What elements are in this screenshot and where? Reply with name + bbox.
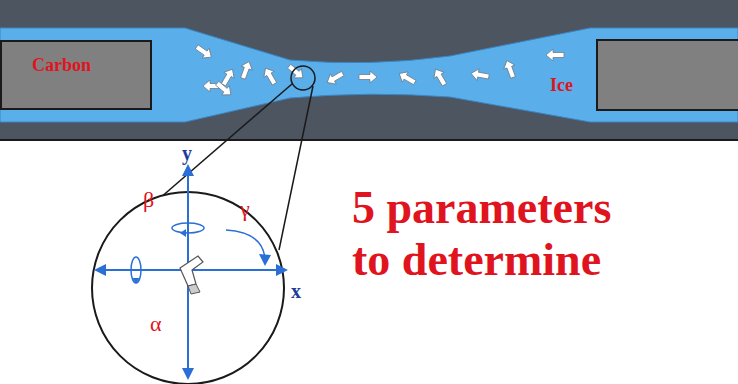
zoom-line [279,86,313,250]
beta-rotation [172,223,204,233]
angle-label: α [150,312,162,336]
zoom-circle [291,66,315,90]
arrowhead [182,164,194,176]
arrowhead [94,264,106,276]
axis-label: y [182,142,192,164]
headline: 5 parameters to determine [352,182,652,285]
molecule-arrow [546,49,564,61]
gamma-rotation [226,230,265,258]
material-label: Ice [550,76,573,96]
angle-label: γ [240,197,250,221]
molecule-arrow [213,79,235,100]
band-edge [0,139,738,141]
molecule-arrow [430,66,449,88]
angle-label: β [143,188,154,212]
molecule-arrow [359,71,377,83]
molecule-arrow [285,62,307,83]
water-molecule [188,284,200,294]
molecule-arrow [396,68,418,87]
arrowhead [180,229,186,237]
alpha-rotation [131,257,141,283]
water-molecule [180,256,203,286]
molecule-arrow [237,59,254,80]
molecule-arrow [260,65,279,87]
arrowhead [259,254,271,266]
carbon-block [597,40,738,110]
molecule-arrow [501,58,518,79]
axis-label: x [291,280,301,302]
molecule-arrow [324,68,346,87]
arrowhead [276,264,288,276]
molecule-arrow [193,42,215,62]
arrowhead [182,368,194,380]
carbon-block: Carbon [0,40,152,110]
material-label: Carbon [32,56,91,76]
molecule-arrow [470,68,490,83]
arrowhead [132,278,140,283]
